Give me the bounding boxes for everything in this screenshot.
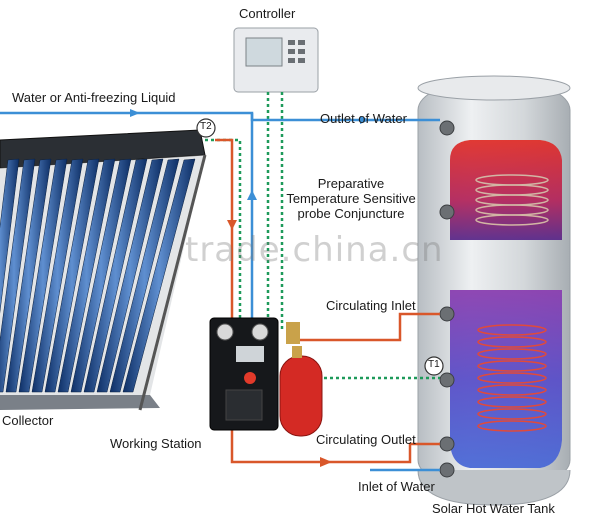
collector-tube [70, 158, 132, 393]
collector-tube [18, 158, 68, 393]
hot-pipe-circ-inlet [300, 312, 440, 342]
expansion-vessel [279, 322, 323, 437]
bottom-coil [477, 324, 547, 432]
collector-tube [0, 158, 20, 314]
label-probe-1: Preparative [317, 176, 385, 191]
collector-tube [31, 158, 84, 393]
collector-tube [96, 158, 164, 393]
collector-tube [109, 158, 180, 393]
sensor-t2 [196, 118, 216, 138]
label-collector: Collector [2, 413, 54, 428]
working-station [209, 317, 279, 431]
pipes [0, 109, 440, 472]
solar-collector [0, 129, 207, 411]
collector-tube [122, 158, 196, 393]
controller-device [233, 27, 319, 93]
label-working-station: Working Station [110, 436, 202, 451]
port-t1 [439, 372, 455, 388]
label-circ-inlet: Circulating Inlet [326, 298, 416, 313]
collector-tube [0, 158, 36, 393]
label-circ-outlet: Circulating Outlet [316, 432, 416, 447]
label-probe-2: Temperature Sensitive [286, 191, 416, 206]
label-inlet-water: Inlet of Water [358, 479, 435, 494]
label-tank: Solar Hot Water Tank [432, 501, 555, 516]
port-circ-outlet [439, 436, 455, 452]
label-controller: Controller [239, 6, 296, 21]
return-pipe [230, 430, 440, 464]
label-probe-3: probe Conjuncture [297, 206, 405, 221]
label-t1: T1 [428, 359, 440, 370]
label-outlet-water: Outlet of Water [320, 111, 407, 126]
collector-tube [83, 158, 148, 393]
port-circ-inlet [439, 306, 455, 322]
collector-tube [5, 158, 52, 393]
hot-zone [450, 140, 562, 240]
hot-pipe-down [215, 138, 234, 330]
collector-tube [57, 158, 116, 393]
signal-lines [205, 92, 440, 380]
watermark: trade.china.cn [185, 230, 444, 270]
solar-hot-water-tank [417, 75, 571, 506]
label-water-liquid: Water or Anti-freezing Liquid [12, 90, 176, 105]
collector-tube [44, 158, 100, 393]
top-coil [475, 174, 549, 226]
port-probe [439, 204, 455, 220]
port-outlet-water [439, 120, 455, 136]
label-t2: T2 [200, 121, 212, 132]
port-inlet-water [439, 462, 455, 478]
sensor-t1 [424, 356, 444, 376]
